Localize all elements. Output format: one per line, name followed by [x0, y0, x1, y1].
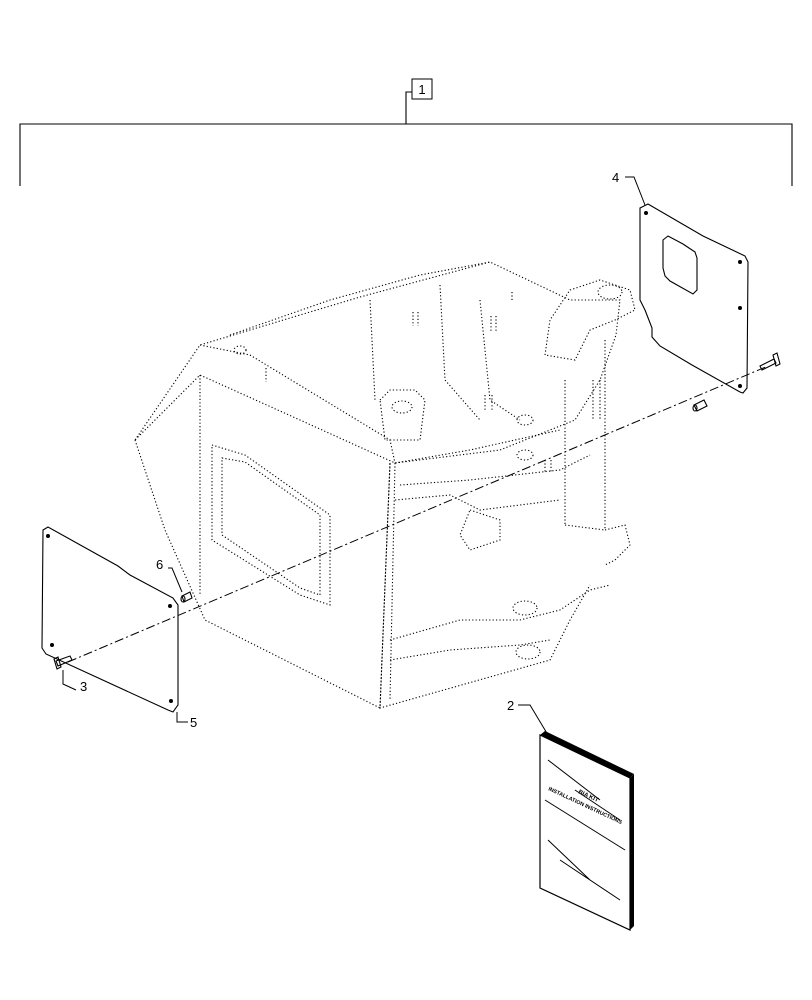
callout-2: 2	[507, 698, 514, 713]
callout-6: 6	[156, 557, 163, 572]
callout-3: 3	[80, 679, 87, 694]
assembly-centerline	[67, 365, 769, 663]
chassis-frame-outline	[134, 261, 636, 709]
callout-box-1	[411, 78, 433, 100]
installation-manual: BIA KIT INSTALLATION INSTRUCTIONS	[539, 731, 634, 931]
callout-1: 1	[418, 82, 425, 97]
right-bolt	[759, 352, 781, 371]
right-spacer	[692, 399, 708, 412]
callout-4: 4	[612, 170, 619, 185]
callout-leaders: 2 4 6 3 5	[62, 170, 646, 736]
left-bolt	[53, 655, 73, 670]
left-cover-plate	[41, 526, 179, 713]
callout-5: 5	[190, 715, 197, 730]
left-spacer	[180, 591, 193, 603]
right-cover-plate	[639, 203, 749, 394]
assembly-bracket: 1	[19, 78, 793, 186]
